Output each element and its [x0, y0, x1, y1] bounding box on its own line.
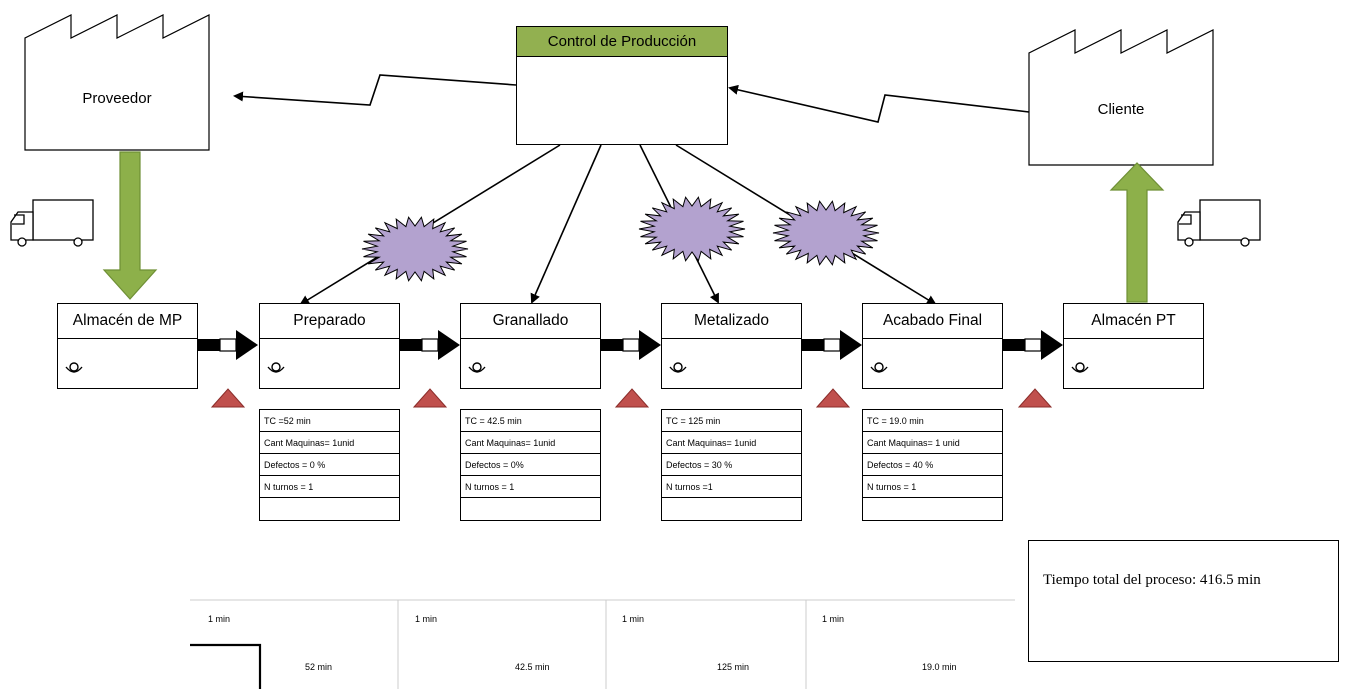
- timeline-process-label: 52 min: [305, 662, 333, 672]
- operator-icon: [1071, 362, 1089, 373]
- process-box: Granallado: [460, 303, 601, 389]
- customer-factory-icon: [1028, 29, 1214, 166]
- process-box: Acabado Final: [862, 303, 1003, 389]
- process-name: Granallado: [461, 304, 600, 339]
- truck-icon: [10, 199, 94, 247]
- push-arrows: [198, 330, 1063, 360]
- data-row: Defectos = 40 %: [863, 454, 1002, 476]
- operator-icon: [870, 362, 888, 373]
- push-arrow-icon: [802, 330, 862, 360]
- operator-icon: [65, 362, 83, 373]
- data-row: [863, 498, 1002, 520]
- inventory-triangle-icon: [412, 388, 448, 408]
- inventory-triangle-icon: [614, 388, 650, 408]
- timeline-wait-label: 1 min: [415, 614, 438, 624]
- material-shipment-arrow-icon: [102, 151, 158, 300]
- inventory-triangles: [210, 388, 1053, 408]
- data-row: Cant Maquinas= 1unid: [260, 432, 399, 454]
- process-name: Metalizado: [662, 304, 801, 339]
- data-row: Cant Maquinas= 1unid: [461, 432, 600, 454]
- process-name: Acabado Final: [863, 304, 1002, 339]
- data-row: Cant Maquinas= 1 unid: [863, 432, 1002, 454]
- supplier-label: Proveedor: [82, 90, 152, 107]
- push-arrow-icon: [601, 330, 661, 360]
- inventory-triangle-icon: [1017, 388, 1053, 408]
- timeline-process-label: 125 min: [717, 662, 750, 672]
- data-row: N turnos = 1: [863, 476, 1002, 498]
- data-row: TC = 42.5 min: [461, 410, 600, 432]
- timeline-process-label: 42.5 min: [515, 662, 550, 672]
- timeline-wait-label: 1 min: [208, 614, 231, 624]
- push-arrow-icon: [198, 330, 258, 360]
- total-time-box: Tiempo total del proceso: 416.5 min: [1028, 540, 1339, 662]
- data-row: TC = 19.0 min: [863, 410, 1002, 432]
- data-row: N turnos = 1: [461, 476, 600, 498]
- inventory-triangle-icon: [210, 388, 246, 408]
- process-box: Almacén PT: [1063, 303, 1204, 389]
- production-control-label: Control de Producción: [517, 27, 727, 57]
- data-row: [260, 498, 399, 520]
- timeline-ladder: [190, 599, 1015, 689]
- total-time-text: Tiempo total del proceso: 416.5 min: [1043, 572, 1261, 588]
- process-box: Metalizado: [661, 303, 802, 389]
- data-row: Defectos = 0%: [461, 454, 600, 476]
- process-name: Almacén de MP: [58, 304, 197, 339]
- customer-label: Cliente: [1097, 101, 1145, 118]
- production-control-box: Control de Producción: [516, 26, 728, 145]
- timeline-wait-label: 1 min: [822, 614, 845, 624]
- supplier-box: Proveedor: [25, 38, 209, 150]
- push-arrow-icon: [400, 330, 460, 360]
- data-row: TC =52 min: [260, 410, 399, 432]
- customer-box: Cliente: [1029, 53, 1213, 165]
- process-name: Almacén PT: [1064, 304, 1203, 339]
- supplier-factory-icon: [24, 14, 210, 151]
- process-box: Almacén de MP: [57, 303, 198, 389]
- timeline-process-label: 19.0 min: [922, 662, 957, 672]
- data-row: Defectos = 30 %: [662, 454, 801, 476]
- inventory-triangle-icon: [815, 388, 851, 408]
- data-row: [461, 498, 600, 520]
- process-name: Preparado: [260, 304, 399, 339]
- operator-icon: [468, 362, 486, 373]
- data-row: Cant Maquinas= 1unid: [662, 432, 801, 454]
- operator-icon: [267, 362, 285, 373]
- kaizen-bursts: [361, 196, 880, 282]
- timeline-wait-label: 1 min: [622, 614, 645, 624]
- push-arrow-icon: [1003, 330, 1063, 360]
- data-row: N turnos = 1: [260, 476, 399, 498]
- data-row: TC = 125 min: [662, 410, 801, 432]
- kaizen-burst-icon: [638, 196, 746, 262]
- kaizen-burst-icon: [772, 200, 880, 266]
- truck-icon: [1177, 199, 1261, 247]
- data-row: Defectos = 0 %: [260, 454, 399, 476]
- finished-goods-shipment-arrow-icon: [1109, 162, 1165, 303]
- data-row: N turnos =1: [662, 476, 801, 498]
- process-box: Preparado: [259, 303, 400, 389]
- operator-icon: [669, 362, 687, 373]
- electronic-info-arrow-icon: [233, 74, 1030, 123]
- data-row: [662, 498, 801, 520]
- kaizen-burst-icon: [361, 216, 469, 282]
